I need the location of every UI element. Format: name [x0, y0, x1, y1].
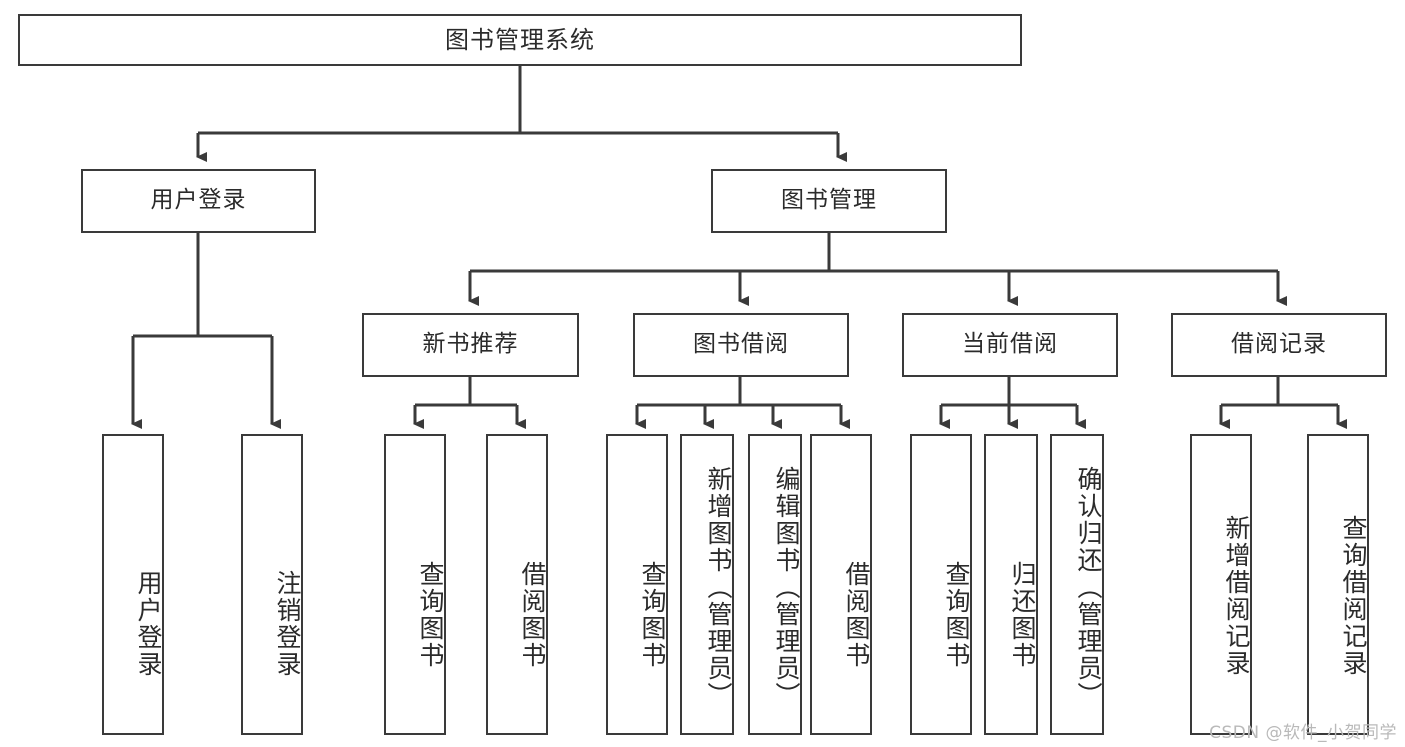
leaf-edit-book-admin[interactable]: 编辑图书（管理员）	[748, 434, 802, 735]
node-label: 图书管理	[781, 187, 877, 214]
leaf-add-book-admin[interactable]: 新增图书（管理员）	[680, 434, 734, 735]
node-label: 用户登录	[150, 187, 247, 214]
leaf-borrow-book-new[interactable]: 借阅图书	[486, 434, 548, 735]
node-root-book-management-system[interactable]: 图书管理系统	[18, 14, 1022, 66]
node-borrow-record[interactable]: 借阅记录	[1171, 313, 1387, 377]
node-user-login[interactable]: 用户登录	[81, 169, 316, 233]
node-label: 归还图书	[1008, 560, 1037, 669]
leaf-query-book-borrow[interactable]: 查询图书	[606, 434, 668, 735]
node-label: 借阅图书	[842, 560, 871, 669]
node-label: 借阅图书	[518, 560, 547, 669]
node-label: 查询借阅记录	[1339, 514, 1368, 677]
node-label: 当前借阅	[962, 331, 1058, 358]
node-label: 新增图书（管理员）	[704, 466, 733, 709]
watermark: CSDN @软件_小贺同学	[1209, 723, 1397, 743]
leaf-user-login[interactable]: 用户登录	[102, 434, 164, 735]
leaf-borrow-book[interactable]: 借阅图书	[810, 434, 872, 735]
leaf-query-book-new[interactable]: 查询图书	[384, 434, 446, 735]
node-label: 图书借阅	[693, 331, 789, 358]
node-label: 注销登录	[273, 569, 302, 678]
leaf-logout[interactable]: 注销登录	[241, 434, 303, 735]
node-label: 查询图书	[416, 560, 445, 669]
node-book-management[interactable]: 图书管理	[711, 169, 947, 233]
node-label: 新增借阅记录	[1222, 514, 1251, 677]
node-label: 借阅记录	[1231, 331, 1327, 358]
leaf-confirm-return-admin[interactable]: 确认归还（管理员）	[1050, 434, 1104, 735]
node-label: 图书管理系统	[445, 25, 595, 54]
node-label: 查询图书	[942, 560, 971, 669]
node-label: 用户登录	[134, 569, 163, 678]
leaf-return-book[interactable]: 归还图书	[984, 434, 1038, 735]
node-current-borrow[interactable]: 当前借阅	[902, 313, 1118, 377]
leaf-query-book-current[interactable]: 查询图书	[910, 434, 972, 735]
node-label: 查询图书	[638, 560, 667, 669]
leaf-query-borrow-record[interactable]: 查询借阅记录	[1307, 434, 1369, 735]
node-label: 新书推荐	[422, 331, 519, 358]
node-book-borrow[interactable]: 图书借阅	[633, 313, 849, 377]
leaf-add-borrow-record[interactable]: 新增借阅记录	[1190, 434, 1252, 735]
node-label: 编辑图书（管理员）	[772, 466, 801, 709]
node-new-book-recommendation[interactable]: 新书推荐	[362, 313, 579, 377]
node-label: 确认归还（管理员）	[1074, 466, 1103, 709]
